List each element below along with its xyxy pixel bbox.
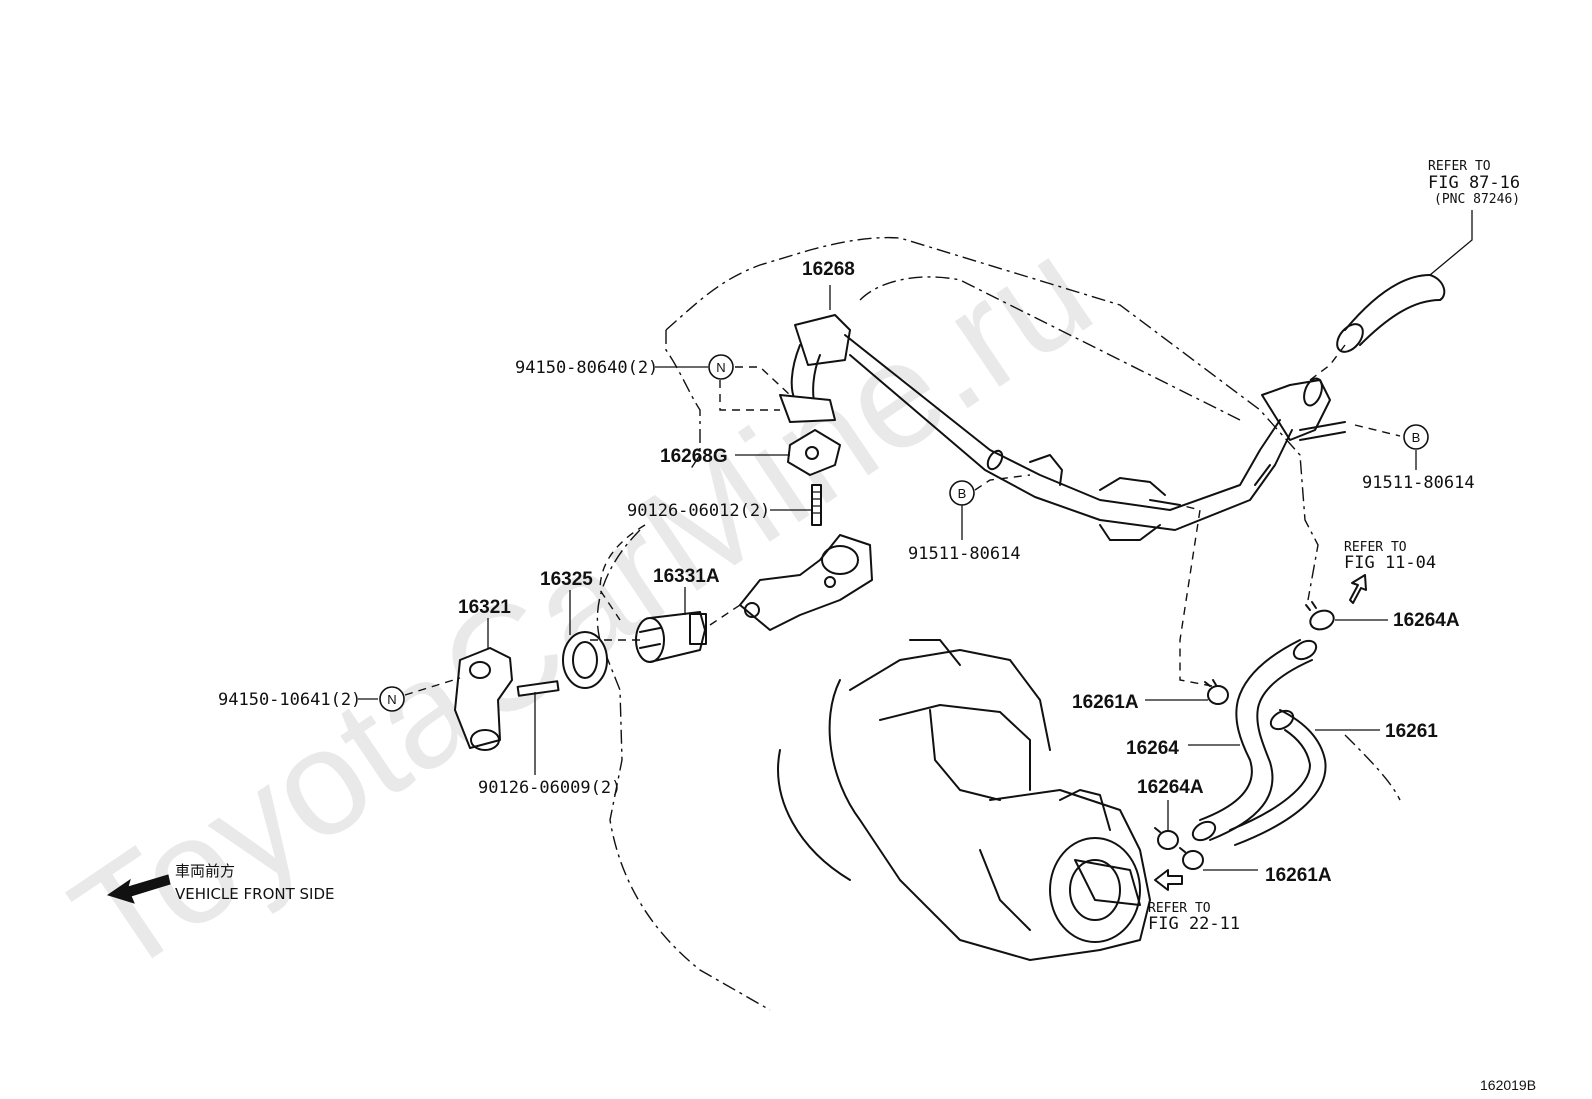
front-note-en: VEHICLE FRONT SIDE	[175, 885, 335, 903]
stud-90126-06009	[516, 680, 560, 697]
callout-94150-80640: 94150-80640(2)	[515, 358, 658, 378]
leader-lines	[358, 210, 1473, 871]
svg-text:B: B	[1412, 430, 1421, 445]
engine-lower-block	[777, 639, 1151, 961]
svg-text:REFER TO: REFER TO	[1148, 901, 1211, 916]
svg-text:N: N	[716, 360, 725, 375]
svg-text:B: B	[958, 486, 967, 501]
thermostat-16331A	[635, 611, 707, 663]
mark-B-left: B	[949, 480, 975, 506]
reference-fig-22-11: REFER TO FIG 22-11	[1148, 901, 1240, 934]
bypass-pipe-16268	[779, 314, 1346, 541]
front-note-jp: 車両前方	[175, 862, 235, 880]
callout-16321: 16321	[458, 597, 511, 618]
clamp-16261A-bottom	[1179, 847, 1204, 870]
callout-90126-06009: 90126-06009(2)	[478, 778, 621, 798]
engine-outline	[596, 236, 1401, 1011]
figure-number: 162019B	[1480, 1077, 1536, 1093]
mark-N-lower: N	[379, 686, 405, 712]
arrow-to-fig-22-11	[1154, 869, 1183, 891]
mark-N-upper: N	[708, 354, 734, 380]
arrow-to-fig-11-04	[1349, 574, 1367, 604]
stud-90126-06012	[811, 484, 822, 526]
mark-B-right: B	[1403, 424, 1429, 450]
vehicle-front-indicator: 車両前方 VEHICLE FRONT SIDE	[106, 862, 335, 904]
callout-16261A-bottom: 16261A	[1265, 865, 1332, 886]
callout-16261: 16261	[1385, 721, 1438, 742]
callout-16268: 16268	[802, 259, 855, 280]
svg-text:REFER TO: REFER TO	[1344, 540, 1407, 555]
callout-16264A-top: 16264A	[1393, 610, 1460, 631]
water-inlet-housing	[739, 534, 873, 631]
callout-16264A-bottom: 16264A	[1137, 777, 1204, 798]
callout-91511-80614-right: 91511-80614	[1362, 473, 1475, 493]
clamp-16264A-bottom	[1154, 827, 1179, 850]
reference-fig-11-04: REFER TO FIG 11-04	[1344, 540, 1436, 573]
svg-text:N: N	[387, 692, 396, 707]
callout-94150-10641: 94150-10641(2)	[218, 690, 361, 710]
gasket-ring-16325	[562, 631, 608, 689]
clamp-16261A-mid	[1204, 679, 1229, 705]
callout-16268G: 16268G	[660, 446, 728, 467]
hose-16261	[1229, 709, 1327, 846]
svg-text:(PNC 87246): (PNC 87246)	[1434, 192, 1520, 207]
clamp-16264A-top	[1305, 601, 1335, 631]
callout-16261A-mid: 16261A	[1072, 692, 1139, 713]
gasket-16268G	[787, 429, 841, 476]
front-arrow-icon	[106, 874, 171, 904]
hose-16264	[1191, 639, 1318, 842]
svg-text:REFER TO: REFER TO	[1428, 159, 1491, 174]
heater-hose-upper	[1336, 274, 1446, 353]
callout-90126-06012: 90126-06012(2)	[627, 501, 770, 521]
svg-text:FIG 22-11: FIG 22-11	[1148, 914, 1240, 934]
callout-16264: 16264	[1126, 738, 1179, 759]
svg-text:FIG 11-04: FIG 11-04	[1344, 553, 1436, 573]
water-inlet-16321	[454, 647, 513, 751]
callout-labels: 16268 94150-80640(2) 16268G 90126-06012(…	[218, 259, 1475, 886]
callout-91511-80614-left: 91511-80614	[908, 544, 1021, 564]
callout-16325: 16325	[540, 569, 593, 590]
svg-text:FIG 87-16: FIG 87-16	[1428, 173, 1520, 193]
callout-16331A: 16331A	[653, 566, 720, 587]
reference-fig-87-16: REFER TO FIG 87-16 (PNC 87246)	[1428, 159, 1520, 207]
